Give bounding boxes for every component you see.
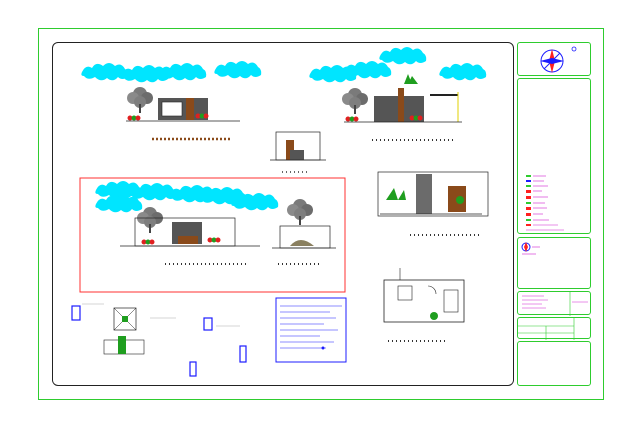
north-arrow-panel bbox=[517, 42, 591, 76]
project-info-lines bbox=[522, 292, 588, 316]
north-arrow-icon bbox=[540, 46, 577, 73]
logo-panel bbox=[517, 237, 591, 289]
project-info-panel bbox=[517, 291, 591, 316]
drawing-area-border bbox=[52, 42, 514, 386]
legend-symbols bbox=[526, 175, 564, 231]
section-detail-small bbox=[270, 131, 326, 173]
elevation-side bbox=[309, 47, 487, 141]
elevation-highlighted bbox=[79, 177, 346, 293]
revision-lines bbox=[518, 318, 575, 340]
compass-icon bbox=[521, 242, 540, 255]
specification-box bbox=[275, 297, 347, 363]
sheet-number-panel bbox=[517, 341, 591, 386]
legend-panel bbox=[517, 78, 591, 234]
title-block bbox=[517, 42, 591, 386]
revision-panel bbox=[517, 317, 591, 340]
elevation-front bbox=[81, 61, 262, 141]
floor-plan bbox=[383, 268, 465, 342]
garden-plan bbox=[377, 171, 489, 236]
outer-sheet-border bbox=[38, 28, 604, 400]
construction-details bbox=[71, 303, 247, 377]
